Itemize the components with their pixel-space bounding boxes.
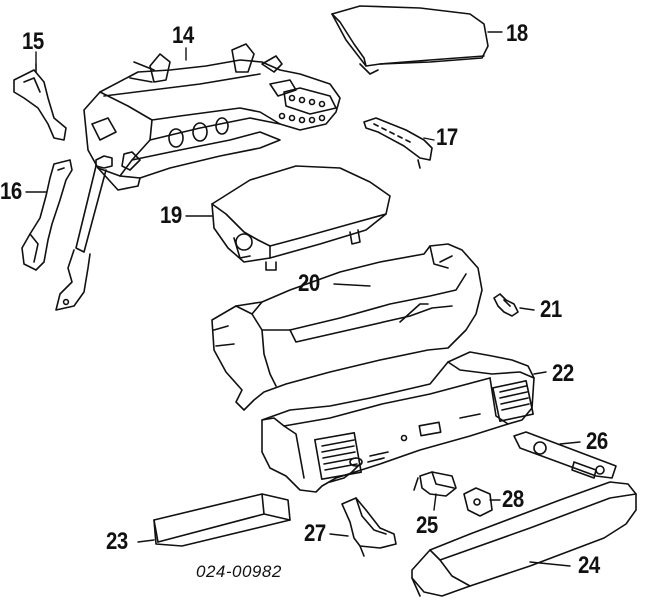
callout-28: 28 bbox=[502, 486, 524, 513]
callout-26: 26 bbox=[586, 428, 608, 455]
callout-14: 14 bbox=[172, 22, 194, 49]
callout-19: 19 bbox=[160, 202, 182, 229]
callout-22: 22 bbox=[552, 360, 574, 387]
callout-21: 21 bbox=[540, 296, 562, 323]
part-15-bracket bbox=[13, 63, 67, 141]
callout-20: 20 bbox=[298, 270, 320, 297]
part-17-rail bbox=[363, 117, 433, 169]
part-18-cover bbox=[331, 5, 489, 75]
callout-17: 17 bbox=[436, 124, 458, 151]
part-21-pin bbox=[493, 293, 519, 317]
callout-24: 24 bbox=[578, 552, 600, 579]
reference-code: 024-00982 bbox=[196, 562, 282, 581]
part-27-hinge bbox=[341, 497, 397, 557]
part-22-trim-panel bbox=[261, 351, 535, 493]
part-28-clip bbox=[463, 487, 493, 517]
leader-lines bbox=[25, 31, 581, 567]
part-25-knob bbox=[413, 471, 457, 497]
callout-15: 15 bbox=[22, 28, 44, 55]
callout-23: 23 bbox=[106, 528, 128, 555]
callout-16: 16 bbox=[0, 178, 22, 205]
callout-25: 25 bbox=[416, 512, 438, 539]
part-24-door bbox=[411, 481, 637, 597]
callout-27: 27 bbox=[304, 520, 326, 547]
callout-18: 18 bbox=[506, 20, 528, 47]
part-16-side-bracket bbox=[21, 159, 73, 271]
part-14-support-frame bbox=[55, 43, 341, 311]
part-26-latch bbox=[513, 431, 617, 479]
part-20-tray-housing bbox=[211, 243, 483, 411]
part-23-strip bbox=[153, 493, 291, 547]
part-19-center-box bbox=[211, 165, 391, 271]
